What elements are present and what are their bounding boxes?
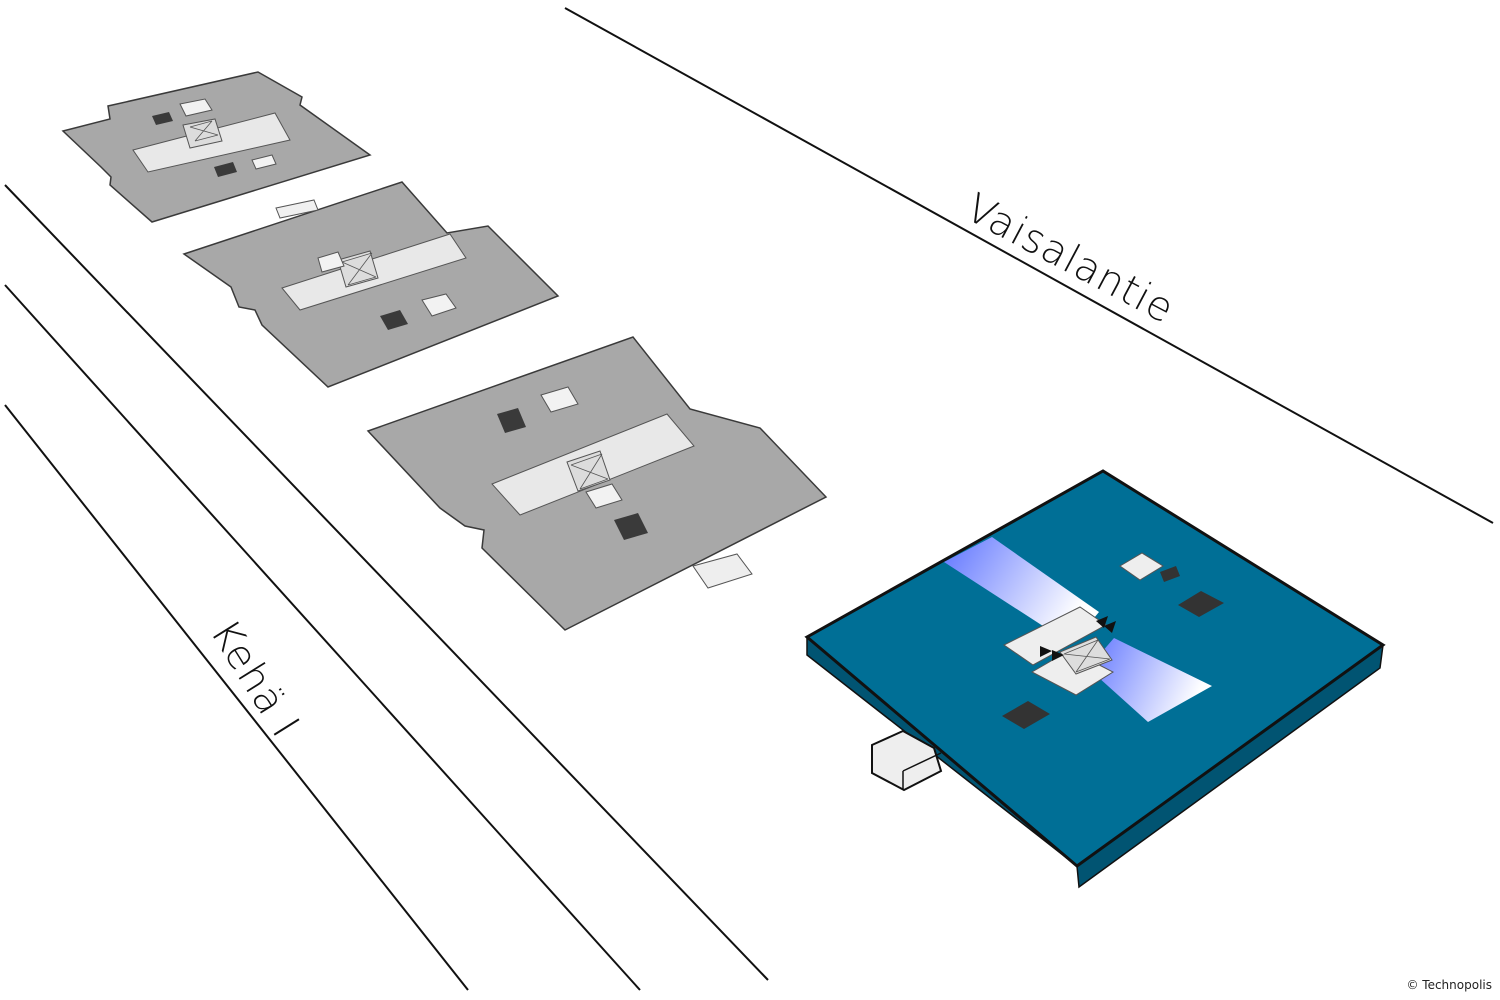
building-2-stairwell [317,251,345,273]
copyright-notice: © Technopolis [1406,978,1492,992]
building-2-stairwell-2 [421,293,457,317]
building-1[interactable] [61,71,372,223]
building-4-elevator-icon [1063,639,1111,673]
building-3-entrance [692,553,753,589]
road-vaisalantie [564,7,1494,524]
building-4-arrow-icon-2 [1052,650,1064,661]
building-4-elevator-shaft [1059,636,1113,675]
road-keha-1 [4,184,769,991]
building-4-stair-block [1160,566,1180,582]
building-2-entrance [275,199,319,219]
building-4-highlighted[interactable] [804,469,1386,889]
building-4-stairwell [1119,552,1164,581]
building-4-arrow-icon-4 [1104,621,1116,633]
building-2-stair-block [380,310,408,330]
building-1-stair-block-2 [214,162,237,177]
building-3-stair-block [497,408,526,433]
building-3-stairwell-2 [540,386,579,413]
building-4-route-lower [1088,638,1212,722]
building-4-route-upper [944,537,1099,637]
building-1-stairwell-2 [251,154,277,170]
building-3-elevator-shaft [566,450,611,492]
building-4-entrance [871,729,943,792]
building-4-corridor-upper [1003,606,1107,666]
building-4-stair-block-2 [1178,591,1224,617]
building-2[interactable] [182,181,560,388]
building-4-arrow-icon [1040,646,1052,657]
building-4-stair-block-3 [1002,701,1050,729]
building-2-elevator-icon [341,252,377,286]
building-3[interactable] [366,336,828,631]
building-3-stairwell [585,483,623,509]
building-3-elevator-icon [570,453,609,490]
building-4-arrow-icon-3 [1096,616,1108,628]
building-1-elevator-icon [189,120,219,142]
building-1-stair-block [152,112,173,125]
building-1-stairwell [179,98,213,117]
building-3-stair-block-2 [614,513,648,540]
